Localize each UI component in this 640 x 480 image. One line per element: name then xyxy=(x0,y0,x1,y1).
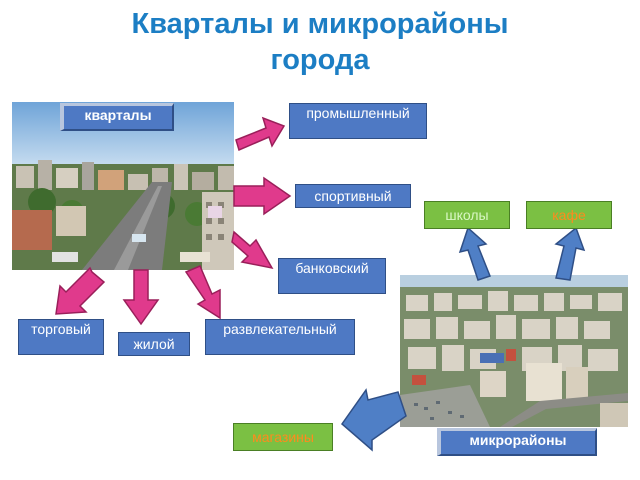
label-bank: банковский xyxy=(278,258,386,294)
quarters-photo-illustration xyxy=(12,102,234,270)
label-microdistricts: микрорайоны xyxy=(437,428,597,456)
arrow-to-entertainment xyxy=(184,265,221,320)
slide-title-line2: города xyxy=(270,44,370,76)
arrow-to-residential xyxy=(122,269,160,326)
label-cafe: кафе xyxy=(526,201,612,229)
label-entertainment: развлекательный xyxy=(205,319,355,355)
arrow-to-sport xyxy=(233,176,292,216)
arrow-to-industrial xyxy=(235,116,286,152)
label-industrial: промышленный xyxy=(289,103,427,139)
microdistricts-photo xyxy=(400,275,628,427)
label-quarters: кварталы xyxy=(60,103,174,131)
arrow-to-trade xyxy=(55,266,106,315)
label-trade: торговый xyxy=(18,319,104,355)
arrow-to-bank xyxy=(231,230,274,270)
arrow-to-shops xyxy=(340,388,407,452)
slide-title: Кварталы и микрорайоны города xyxy=(0,6,640,78)
arrow-to-schools xyxy=(458,226,491,281)
label-sport: спортивный xyxy=(295,184,411,208)
quarters-photo xyxy=(12,102,234,270)
microdistricts-photo-illustration xyxy=(400,275,628,427)
arrow-to-cafe xyxy=(554,226,586,281)
slide-title-line1: Кварталы и микрорайоны xyxy=(131,8,509,40)
label-shops: магазины xyxy=(233,423,333,451)
label-residential: жилой xyxy=(118,332,190,356)
label-schools: школы xyxy=(424,201,510,229)
